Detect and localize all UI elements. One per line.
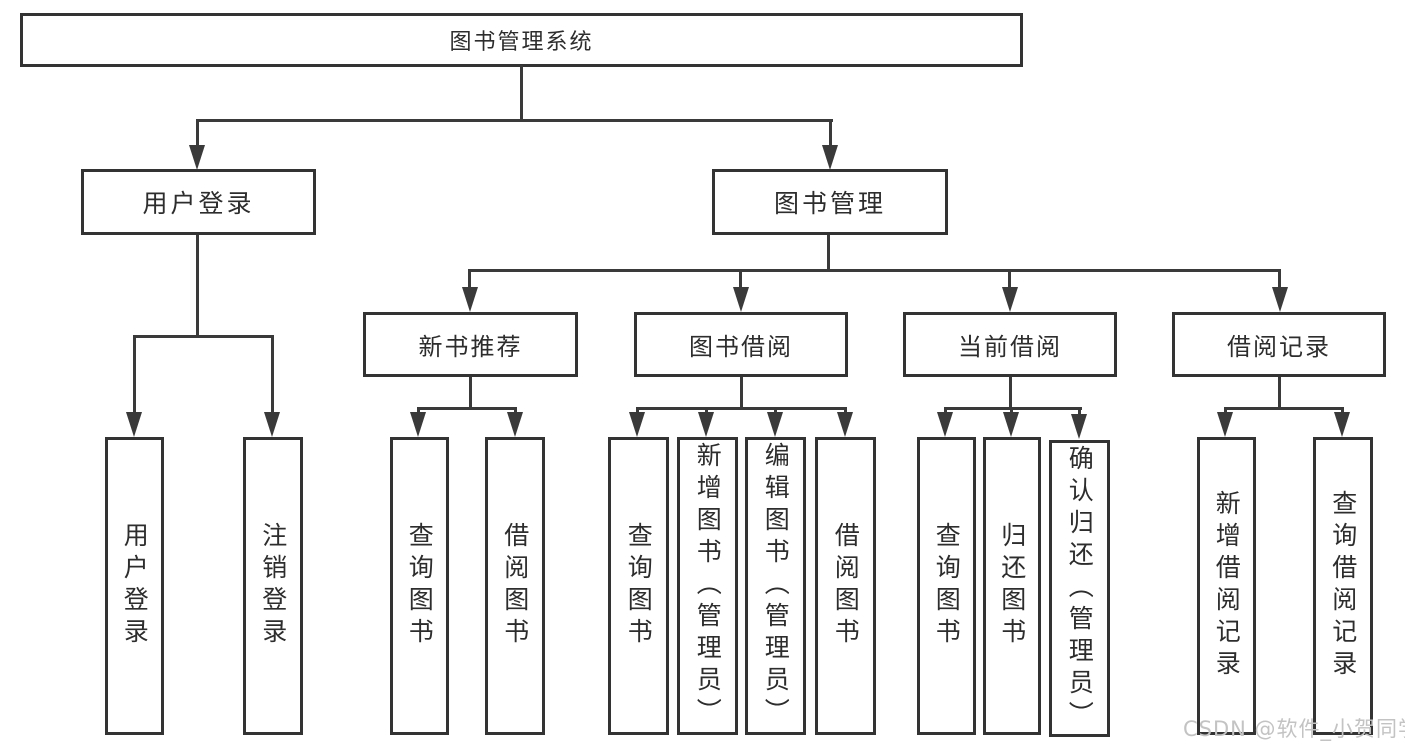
node-label: 用户登录: [142, 189, 255, 218]
arrow-down-icon: [462, 287, 478, 312]
connector-drop-book-management: [829, 119, 832, 149]
arrow-down-icon: [1002, 287, 1018, 312]
connector-book-borrowing-stem: [740, 377, 743, 409]
leaf-borrowing-add-books-admin: 新增图书（管理员）: [677, 437, 738, 735]
leaf-borrowing-borrow-books: 借阅图书: [815, 437, 876, 735]
node-label: 确认归还（管理员）: [1065, 444, 1095, 733]
connector-book-management-stem: [827, 235, 830, 271]
connector-drop-leaf: [1010, 407, 1013, 415]
node-user-login: 用户登录: [81, 169, 316, 235]
connector-user-login-branch: [133, 335, 274, 338]
connector-drop-leaf: [133, 335, 136, 415]
arrow-down-icon: [937, 412, 953, 437]
connector-drop-book-borrowing: [739, 269, 742, 291]
arrow-down-icon: [410, 412, 426, 437]
arrow-down-icon: [698, 412, 714, 437]
leaf-logout: 注销登录: [243, 437, 303, 735]
connector-current-borrowing-stem: [1009, 377, 1012, 409]
node-label: 借阅图书: [831, 522, 861, 650]
connector-current-borrowing-branch: [944, 407, 1082, 410]
csdn-watermark: CSDN @软件_小贺同学: [1183, 717, 1405, 741]
node-label: 查询借阅记录: [1328, 490, 1358, 682]
node-label: 注销登录: [258, 522, 288, 650]
leaf-newbook-borrow-books: 借阅图书: [485, 437, 545, 735]
arrow-down-icon: [264, 412, 280, 437]
leaf-current-confirm-return-admin: 确认归还（管理员）: [1049, 440, 1110, 737]
node-label: 归还图书: [997, 522, 1027, 650]
arrow-down-icon: [1217, 412, 1233, 437]
arrow-down-icon: [126, 412, 142, 437]
node-label: 编辑图书（管理员）: [761, 442, 791, 730]
connector-drop-leaf: [774, 407, 777, 415]
node-book-borrowing: 图书借阅: [634, 312, 848, 377]
connector-root-branch: [196, 119, 833, 122]
node-label: 当前借阅: [958, 333, 1062, 361]
leaf-records-add-borrow-record: 新增借阅记录: [1197, 437, 1256, 735]
arrow-down-icon: [733, 287, 749, 312]
node-label: 查询图书: [932, 522, 962, 650]
connector-book-management-branch: [468, 269, 1281, 272]
connector-drop-borrowing-records: [1278, 269, 1281, 291]
connector-drop-leaf: [1078, 407, 1081, 415]
node-label: 借阅图书: [500, 522, 530, 650]
leaf-borrowing-edit-books-admin: 编辑图书（管理员）: [745, 437, 806, 735]
connector-user-login-stem: [196, 235, 199, 337]
node-new-book-recommend: 新书推荐: [363, 312, 578, 377]
connector-root-stem: [520, 65, 523, 121]
connector-borrowing-records-stem: [1278, 377, 1281, 409]
node-book-management: 图书管理: [712, 169, 948, 235]
node-root-library-system: 图书管理系统: [20, 13, 1023, 67]
leaf-current-return-books: 归还图书: [983, 437, 1041, 735]
connector-drop-leaf: [844, 407, 847, 415]
node-label: 查询图书: [405, 522, 435, 650]
node-label: 图书管理: [773, 189, 886, 218]
arrow-down-icon: [1334, 412, 1350, 437]
connector-drop-leaf: [944, 407, 947, 415]
connector-drop-current-borrowing: [1008, 269, 1011, 291]
connector-new-book-branch: [417, 407, 517, 410]
arrow-down-icon: [837, 412, 853, 437]
connector-drop-new-book: [468, 269, 471, 291]
connector-drop-leaf: [514, 407, 517, 415]
leaf-borrowing-query-books: 查询图书: [608, 437, 669, 735]
arrow-down-icon: [1003, 412, 1019, 437]
node-label: 图书管理系统: [449, 30, 594, 55]
node-label: 图书借阅: [689, 333, 793, 361]
leaf-newbook-query-books: 查询图书: [390, 437, 449, 735]
connector-new-book-stem: [469, 377, 472, 409]
leaf-records-query-borrow-record: 查询借阅记录: [1313, 437, 1373, 735]
connector-drop-leaf: [636, 407, 639, 415]
connector-drop-leaf: [271, 335, 274, 415]
node-label: 新书推荐: [418, 333, 523, 361]
connector-borrowing-records-branch: [1224, 407, 1344, 410]
connector-book-borrowing-branch: [636, 407, 847, 410]
connector-drop-leaf: [1341, 407, 1344, 415]
node-borrowing-records: 借阅记录: [1172, 312, 1386, 377]
node-label: 查询图书: [624, 522, 654, 650]
connector-drop-leaf: [1224, 407, 1227, 415]
connector-drop-leaf: [417, 407, 420, 415]
leaf-current-query-books: 查询图书: [917, 437, 976, 735]
leaf-user-login: 用户登录: [105, 437, 164, 735]
arrow-down-icon: [822, 145, 838, 170]
arrow-down-icon: [767, 412, 783, 437]
node-label: 用户登录: [120, 522, 150, 650]
arrow-down-icon: [1071, 414, 1087, 439]
node-label: 新增图书（管理员）: [693, 442, 723, 730]
node-label: 新增借阅记录: [1212, 490, 1242, 682]
arrow-down-icon: [189, 145, 205, 170]
arrow-down-icon: [507, 412, 523, 437]
connector-drop-leaf: [705, 407, 708, 415]
arrow-down-icon: [629, 412, 645, 437]
connector-drop-user-login: [196, 119, 199, 149]
arrow-down-icon: [1272, 287, 1288, 312]
node-label: 借阅记录: [1227, 333, 1331, 361]
node-current-borrowing: 当前借阅: [903, 312, 1117, 377]
